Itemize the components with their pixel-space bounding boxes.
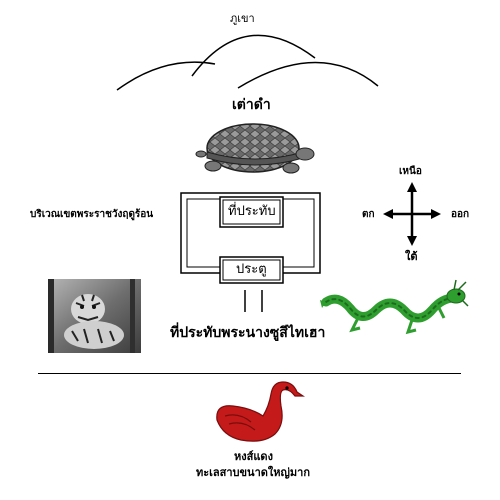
summer-palace-area-label: บริเวณเขตพระราชวังฤดูร้อน [30, 209, 154, 220]
mountain-icon [116, 34, 379, 91]
swan-label: หงส์แดง [234, 450, 273, 463]
compass-icon [383, 182, 441, 246]
turtle-icon [195, 123, 315, 174]
turtle-label: เต่าดำ [232, 97, 271, 113]
dragon-icon [320, 279, 469, 335]
compass-south: ใต้ [405, 250, 418, 263]
empress-residence-label: ที่ประทับพระนางซูสีไทเฮา [170, 325, 326, 341]
tiger-image [48, 279, 141, 353]
residence-label: ที่ประทับ [228, 204, 276, 219]
divider [38, 373, 461, 374]
compass-north: เหนือ [399, 166, 422, 177]
swan-icon [216, 381, 305, 442]
gate-label: ประตู [236, 262, 267, 277]
compass-west: ตก [362, 209, 375, 220]
compass-east: ออก [451, 209, 470, 220]
lake-label: ทะเลสาบขนาดใหญ่มาก [196, 466, 310, 479]
mountain-label: ภูเขา [230, 12, 255, 25]
